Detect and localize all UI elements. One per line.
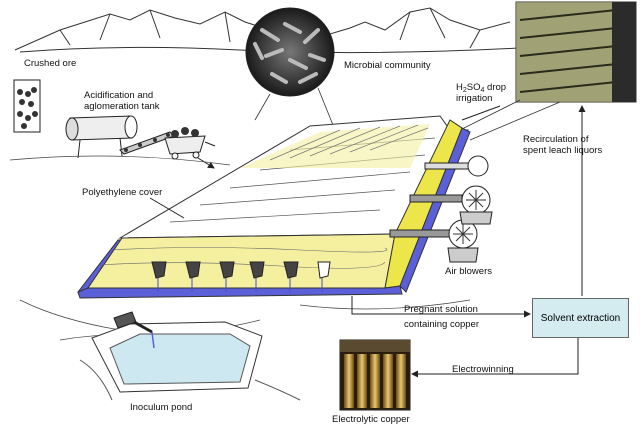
acidification-label-line2: aglomeration tank bbox=[84, 101, 160, 112]
drain-pipes bbox=[151, 261, 331, 279]
recirculation-label-line2: spent leach liquors bbox=[523, 145, 603, 156]
solvent-extraction-label: Solvent extraction bbox=[540, 312, 621, 324]
electrolytic-copper-label: Electrolytic copper bbox=[332, 414, 410, 425]
electrowinning-label: Electrowinning bbox=[452, 364, 514, 375]
h2so4-sub-2: 2 bbox=[462, 87, 467, 94]
h2so4-so: SO bbox=[466, 82, 481, 93]
electrolytic-copper-photo bbox=[339, 339, 411, 411]
ore-cart bbox=[164, 127, 216, 169]
polyethylene-cover-label: Polyethylene cover bbox=[82, 187, 163, 198]
solvent-extraction-box: Solvent extraction bbox=[532, 298, 629, 338]
flow-arrows bbox=[149, 105, 586, 378]
pregnant-solution-label-line2: containing copper bbox=[404, 319, 479, 330]
irrigation-label: irrigation bbox=[456, 93, 493, 104]
air-blowers bbox=[389, 155, 493, 263]
leach-heap bbox=[76, 115, 471, 299]
drip-lines bbox=[157, 278, 323, 292]
acidification-tank bbox=[65, 115, 175, 159]
ore-bin bbox=[13, 79, 41, 133]
crushed-ore-label: Crushed ore bbox=[24, 58, 77, 69]
air-blowers-label: Air blowers bbox=[445, 266, 492, 277]
h2so4-h: H bbox=[456, 82, 463, 93]
h2so4-drop: drop bbox=[484, 82, 507, 93]
recirculation-label-line1: Recirculation of bbox=[523, 134, 589, 145]
inoculum-pond bbox=[79, 311, 301, 401]
h2so4-drop-label: H2SO4 drop bbox=[456, 82, 506, 96]
pregnant-solution-label-line1: Pregnant solution bbox=[404, 304, 478, 315]
inoculum-pond-label: Inoculum pond bbox=[130, 402, 193, 413]
acidification-label-line1: Acidification and bbox=[84, 90, 154, 101]
microbial-community-image bbox=[245, 7, 336, 131]
h2so4-sub-4: 4 bbox=[480, 87, 485, 94]
microbial-community-label: Microbial community bbox=[344, 60, 431, 71]
irrigation-photo bbox=[459, 1, 637, 141]
